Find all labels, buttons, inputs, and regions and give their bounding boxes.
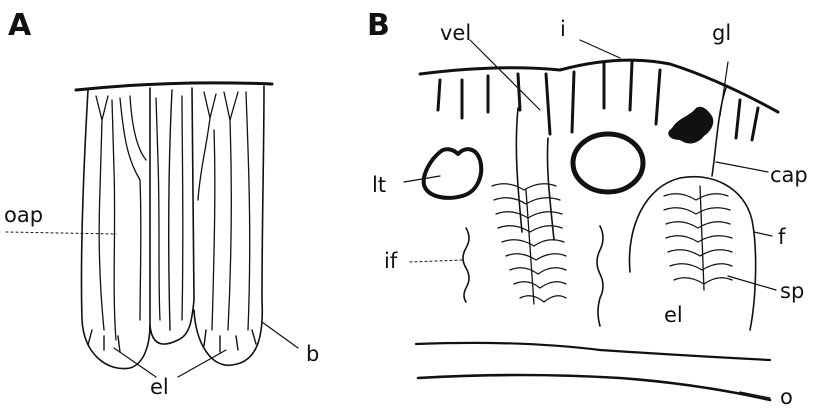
label-lt: lt: [372, 173, 386, 197]
f-capsule: [629, 177, 755, 330]
label-f: f: [778, 225, 786, 249]
panel-a-top-edge: [76, 83, 272, 90]
panel-a-unit-right: [194, 86, 264, 365]
spindle-cluster-left: [492, 184, 566, 304]
bottom-line: [418, 375, 770, 400]
gl-blob: [668, 107, 713, 144]
label-b: b: [306, 342, 319, 366]
label-oap: oap: [4, 203, 43, 227]
label-el-b: el: [664, 303, 683, 327]
panel-a: A oap b e: [4, 8, 319, 399]
label-sp: sp: [780, 279, 804, 303]
leader-f: [754, 232, 772, 236]
panel-a-divider: [169, 90, 172, 330]
panel-a-bottom-hairs: [88, 330, 256, 352]
panel-a-letter: A: [8, 8, 32, 43]
panel-b-letter: B: [367, 8, 390, 43]
spindle-axis-right: [700, 186, 704, 290]
spindle-strands-right: [664, 194, 732, 284]
panel-a-leader-b: [262, 322, 298, 348]
spindle-axis: [526, 190, 534, 304]
panel-a-strand: [246, 92, 250, 330]
spindle-cluster-right: [664, 186, 732, 290]
panel-a-strand: [156, 98, 160, 320]
canal-line: [547, 138, 554, 240]
panel-a-strand: [212, 130, 215, 330]
leader-if: [410, 260, 462, 262]
leader-gl: [720, 62, 728, 116]
panel-a-units: [81, 86, 264, 369]
central-ring: [573, 134, 643, 192]
label-el-a: el: [150, 375, 169, 399]
label-gl: gl: [712, 21, 731, 45]
leader-vel: [470, 40, 540, 110]
label-cap: cap: [770, 163, 808, 187]
panel-a-strand: [112, 100, 116, 340]
spindle-strands: [492, 184, 566, 302]
panel-a-leader-el: [114, 348, 226, 377]
panel-a-strand: [120, 98, 141, 320]
panel-a-strands: [96, 92, 250, 340]
lower-line: [416, 343, 770, 360]
panel-a-strand: [96, 96, 108, 330]
if-wave: [463, 228, 469, 302]
label-vel: vel: [440, 21, 471, 45]
label-if: if: [384, 249, 398, 273]
label-o: o: [780, 385, 793, 409]
panel-a-strand: [130, 96, 146, 160]
panel-a-strand: [182, 96, 183, 320]
label-i: i: [560, 17, 566, 41]
leader-sp: [728, 276, 776, 290]
lt-ring: [424, 149, 482, 198]
leader-i: [580, 40, 620, 58]
panel-a-strand: [224, 92, 238, 330]
panel-a-strand: [198, 92, 216, 200]
leader-cap: [716, 162, 768, 172]
if-wave-right: [597, 226, 603, 326]
panel-b: B: [367, 8, 808, 409]
